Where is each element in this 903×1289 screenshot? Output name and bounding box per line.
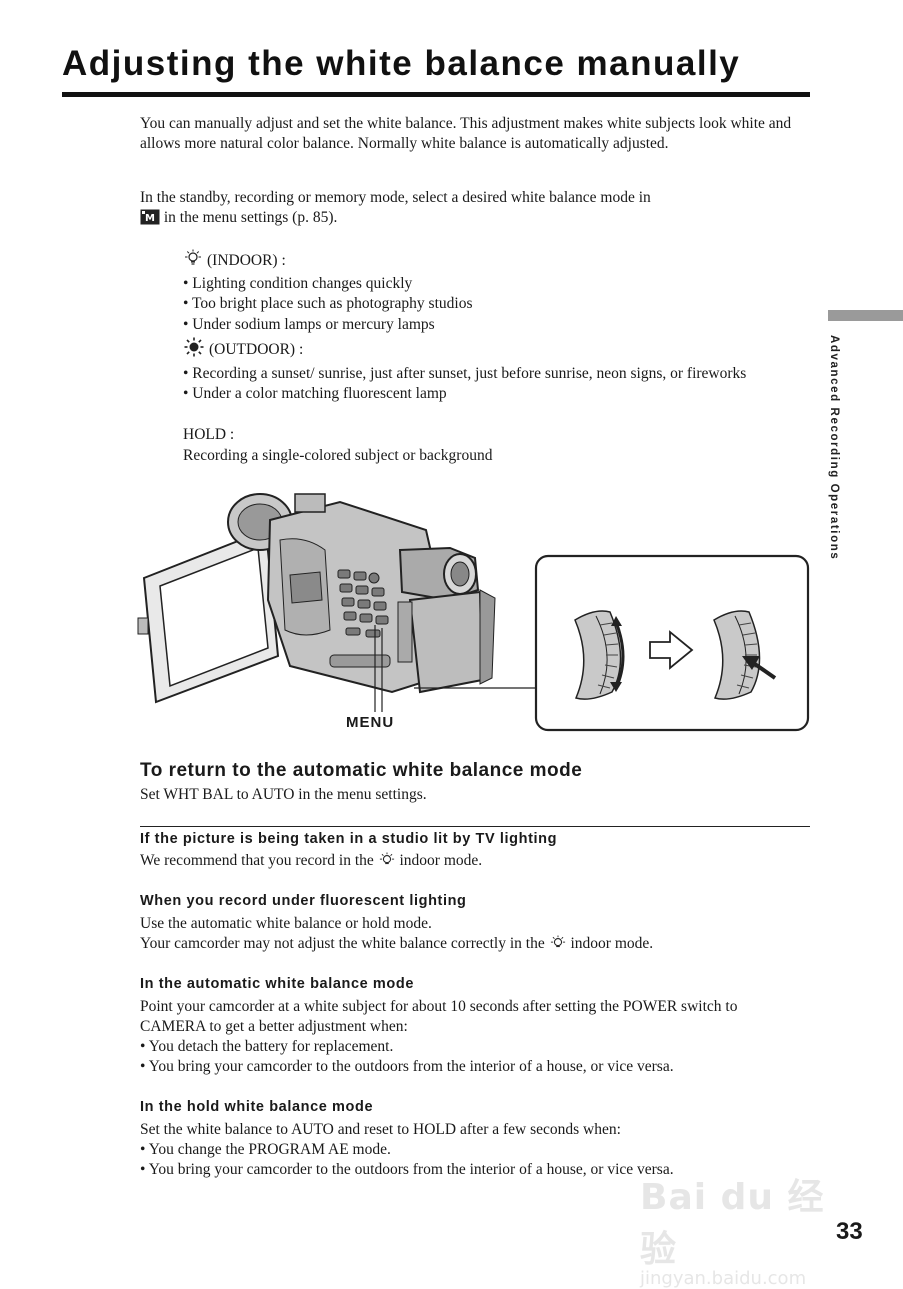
hold-mode-body: Set the white balance to AUTO and reset … bbox=[140, 1121, 621, 1138]
intro-paragraph: You can manually adjust and set the whit… bbox=[140, 115, 792, 152]
return-auto-heading: To return to the automatic white balance… bbox=[140, 760, 583, 781]
page-number: 33 bbox=[836, 1218, 863, 1245]
list-item: • You detach the battery for replacement… bbox=[140, 1038, 394, 1055]
tv-lighting-text-start: We recommend that you record in the bbox=[140, 852, 378, 869]
hold-mode-text: Recording a single-colored subject or ba… bbox=[183, 446, 493, 464]
list-item: • You bring your camcorder to the outdoo… bbox=[140, 1058, 674, 1075]
outdoor-sun-icon bbox=[183, 337, 205, 364]
list-item: • Too bright place such as photography s… bbox=[183, 295, 473, 312]
tv-lighting-heading: If the picture is being taken in a studi… bbox=[140, 831, 558, 847]
tv-lighting-text-end: indoor mode. bbox=[395, 852, 483, 869]
hold-mode-heading: In the hold white balance mode bbox=[140, 1099, 374, 1115]
hold-mode-label: HOLD : bbox=[183, 426, 235, 443]
indoor-bulb-icon bbox=[183, 249, 203, 274]
next-step-arrow bbox=[649, 630, 694, 670]
dial-inset-box bbox=[534, 554, 810, 732]
menu-button-label: MENU bbox=[346, 714, 395, 731]
instruction-text: In the standby, recording or memory mode… bbox=[140, 189, 651, 206]
lcd-panel-drawing bbox=[137, 528, 280, 704]
page-title: Adjusting the white balance manually bbox=[62, 44, 741, 83]
fluorescent-line-2-end: indoor mode. bbox=[566, 935, 654, 952]
baidu-watermark: Bai du 经验 jingyan.baidu.com bbox=[640, 1168, 840, 1289]
outdoor-mode-block: (OUTDOOR) : • Recording a sunset/ sunris… bbox=[183, 337, 803, 405]
section-tab-marker bbox=[828, 310, 903, 321]
indoor-bulb-icon bbox=[378, 852, 396, 874]
indoor-mode-block: (INDOOR) : • Lighting condition changes … bbox=[183, 249, 803, 335]
list-item: • Lighting condition changes quickly bbox=[183, 274, 413, 292]
instruction-paragraph: In the standby, recording or memory mode… bbox=[140, 188, 800, 231]
list-item: • You bring your camcorder to the outdoo… bbox=[140, 1161, 674, 1178]
auto-mode-heading: In the automatic white balance mode bbox=[140, 976, 414, 992]
camcorder-illustration bbox=[130, 480, 820, 750]
list-item: • Under a color matching fluorescent lam… bbox=[183, 385, 447, 402]
section-divider bbox=[140, 826, 810, 827]
fluorescent-text: Use the automatic white balance or hold … bbox=[140, 914, 800, 957]
hold-mode-block: HOLD : Recording a single-colored subjec… bbox=[183, 425, 803, 466]
indoor-bulb-icon bbox=[549, 935, 567, 957]
fluorescent-line-1: Use the automatic white balance or hold … bbox=[140, 915, 432, 932]
hold-mode-note-text: Set the white balance to AUTO and reset … bbox=[140, 1120, 800, 1180]
section-side-label: Advanced Recording Operations bbox=[828, 335, 840, 561]
svg-text:M: M bbox=[145, 213, 155, 224]
camcorder-body-drawing bbox=[227, 493, 496, 694]
list-item: • Recording a sunset/ sunrise, just afte… bbox=[183, 364, 747, 382]
fluorescent-heading: When you record under fluorescent lighti… bbox=[140, 893, 467, 909]
auto-mode-body: Point your camcorder at a white subject … bbox=[140, 998, 738, 1035]
camcorder-drawing bbox=[137, 493, 810, 732]
camera-menu-icon: M bbox=[140, 209, 160, 231]
title-underline bbox=[62, 92, 810, 97]
tv-lighting-text: We recommend that you record in the indo… bbox=[140, 851, 800, 874]
list-item: • You change the PROGRAM AE mode. bbox=[140, 1141, 391, 1158]
return-auto-text: Set WHT BAL to AUTO in the menu settings… bbox=[140, 786, 427, 803]
instruction-text-end: in the menu settings (p. 85). bbox=[160, 209, 338, 226]
indoor-mode-label: (INDOOR) : bbox=[207, 252, 286, 269]
auto-mode-text: Point your camcorder at a white subject … bbox=[140, 997, 800, 1077]
fluorescent-line-2-start: Your camcorder may not adjust the white … bbox=[140, 935, 549, 952]
outdoor-mode-label: (OUTDOOR) : bbox=[209, 341, 304, 358]
list-item: • Under sodium lamps or mercury lamps bbox=[183, 315, 435, 333]
watermark-url: jingyan.baidu.com bbox=[640, 1268, 807, 1289]
watermark-logo-text: Bai du 经验 bbox=[640, 1177, 825, 1270]
